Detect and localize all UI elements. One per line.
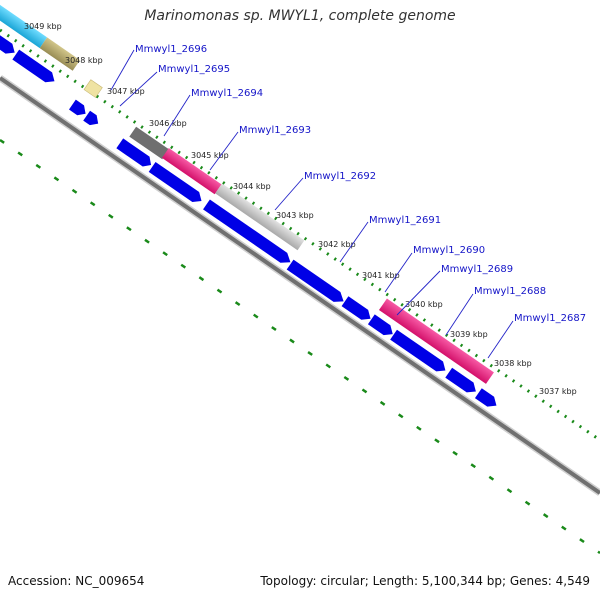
kbp-label: 3047 kbp [107, 87, 145, 96]
kbp-scale-labels: 3049 kbp 3048 kbp 3047 kbp 3046 kbp 3045… [24, 22, 577, 396]
kbp-label: 3040 kbp [405, 300, 443, 309]
kbp-label: 3037 kbp [539, 387, 577, 396]
kbp-label: 3048 kbp [65, 56, 103, 65]
gene-arrow-5[interactable] [116, 138, 154, 169]
kbp-label: 3042 kbp [318, 240, 356, 249]
gene-arrow-6[interactable] [148, 161, 205, 206]
gene-arrow-4[interactable] [83, 110, 101, 129]
kbp-label: 3043 kbp [276, 211, 314, 220]
gene-arrow-7[interactable] [203, 199, 294, 267]
feature-light-gray[interactable] [215, 183, 305, 251]
kbp-label: 3046 kbp [149, 119, 187, 128]
feature-cyan[interactable] [0, 0, 48, 49]
feature-dark-gray[interactable] [129, 126, 170, 160]
gene-label[interactable]: Mmwyl1_2692 [304, 171, 376, 182]
genome-title: Marinomonas sp. MWYL1, complete genome [144, 8, 456, 24]
kbp-label: 3041 kbp [362, 271, 400, 280]
gene-arrow-1[interactable] [0, 21, 18, 58]
gene-arrow-12[interactable] [445, 367, 479, 397]
gene-arrow-13[interactable] [474, 388, 500, 410]
gene-arrow-3[interactable] [68, 99, 89, 119]
gene-label[interactable]: Mmwyl1_2694 [191, 88, 263, 99]
gene-leader-lines [110, 49, 514, 359]
kbp-label: 3038 kbp [494, 359, 532, 368]
gene-arrow-10[interactable] [367, 314, 396, 339]
kbp-label: 3044 kbp [233, 182, 271, 191]
gene-arrow-8[interactable] [286, 259, 347, 307]
kbp-label: 3045 kbp [191, 151, 229, 160]
gene-arrow-9[interactable] [341, 296, 374, 323]
feature-magenta-1[interactable] [161, 148, 222, 195]
kbp-label: 3039 kbp [450, 330, 488, 339]
accession-text: Accession: NC_009654 [8, 574, 145, 588]
gene-labels: Mmwyl1_2696 Mmwyl1_2695 Mmwyl1_2694 Mmwy… [135, 44, 586, 324]
gene-label[interactable]: Mmwyl1_2693 [239, 125, 311, 136]
gene-label[interactable]: Mmwyl1_2687 [514, 313, 586, 324]
genome-backbone [0, 76, 600, 495]
gene-arrow-2[interactable] [12, 49, 58, 87]
gene-arrow-11[interactable] [390, 329, 449, 376]
gene-label[interactable]: Mmwyl1_2690 [413, 245, 485, 256]
gene-label[interactable]: Mmwyl1_2695 [158, 64, 230, 75]
feature-pale-yellow[interactable] [83, 79, 103, 98]
feature-magenta-2[interactable] [378, 298, 494, 384]
gene-label[interactable]: Mmwyl1_2689 [441, 264, 513, 275]
gene-label[interactable]: Mmwyl1_2696 [135, 44, 207, 55]
inner-scale-track [0, 138, 600, 555]
gene-label[interactable]: Mmwyl1_2688 [474, 286, 546, 297]
kbp-label: 3049 kbp [24, 22, 62, 31]
genome-summary-text: Topology: circular; Length: 5,100,344 bp… [260, 574, 590, 588]
gene-label[interactable]: Mmwyl1_2691 [369, 215, 441, 226]
feature-khaki[interactable] [39, 37, 81, 71]
